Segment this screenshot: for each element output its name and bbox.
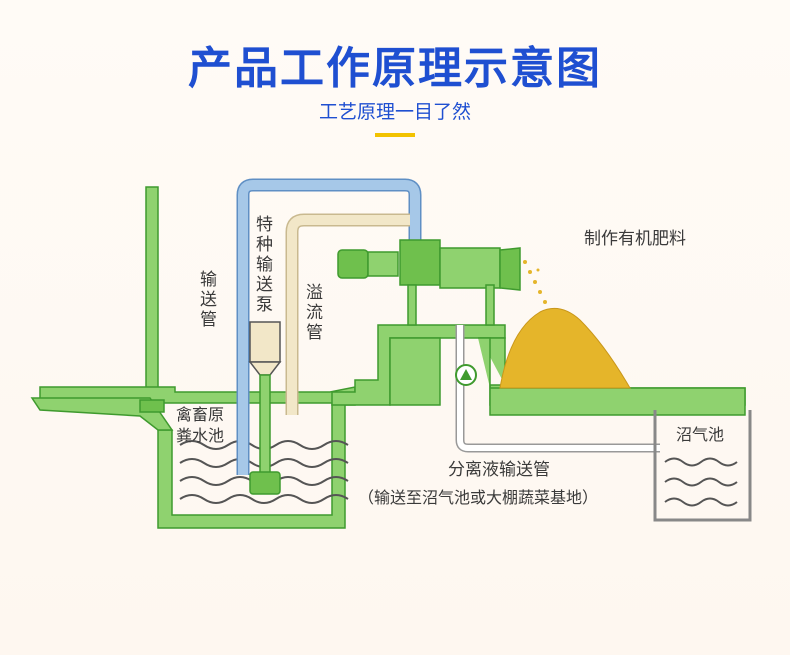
label-overflow-3: 管 xyxy=(306,323,323,343)
label-pump-5: 泵 xyxy=(256,295,273,315)
label-pump-4: 送 xyxy=(256,275,273,295)
page-subtitle: 工艺原理一目了然 xyxy=(318,101,471,123)
label-separation-pipe-note: （输送至沼气池或大棚蔬菜基地） xyxy=(358,488,598,507)
label-biogas-pool: 沼气池 xyxy=(676,425,724,444)
left-post xyxy=(145,186,159,410)
page-title: 产品工作原理示意图 xyxy=(188,43,602,94)
label-delivery-pipe-1: 输 xyxy=(200,270,217,290)
label-organic-fertilizer: 制作有机肥料 xyxy=(584,229,686,249)
label-pump-3: 输 xyxy=(256,255,273,275)
label-manure-pool-2: 粪水池 xyxy=(176,426,224,445)
subtitle-underline xyxy=(375,133,415,137)
stepped-platform xyxy=(331,324,506,406)
biogas-pool xyxy=(653,410,752,522)
label-manure-pool-1: 禽畜原 xyxy=(176,405,224,424)
inlet-ramp xyxy=(30,397,174,431)
check-valve-icon xyxy=(455,364,477,386)
post-base xyxy=(139,399,165,413)
channel-block xyxy=(389,337,441,406)
label-delivery-pipe-2: 送 xyxy=(200,290,217,310)
label-overflow-1: 溢 xyxy=(306,283,323,303)
separator-machine xyxy=(337,239,521,326)
special-pump xyxy=(248,321,282,495)
label-separation-pipe: 分离液输送管 xyxy=(448,460,550,480)
ground-slab xyxy=(478,337,746,416)
label-overflow-2: 流 xyxy=(306,303,323,323)
label-delivery-pipe-3: 管 xyxy=(200,310,217,330)
label-pump-2: 种 xyxy=(256,235,273,255)
fertilizer-particles xyxy=(523,260,547,304)
fertilizer-pile xyxy=(499,307,631,389)
label-pump-1: 特 xyxy=(256,215,273,235)
